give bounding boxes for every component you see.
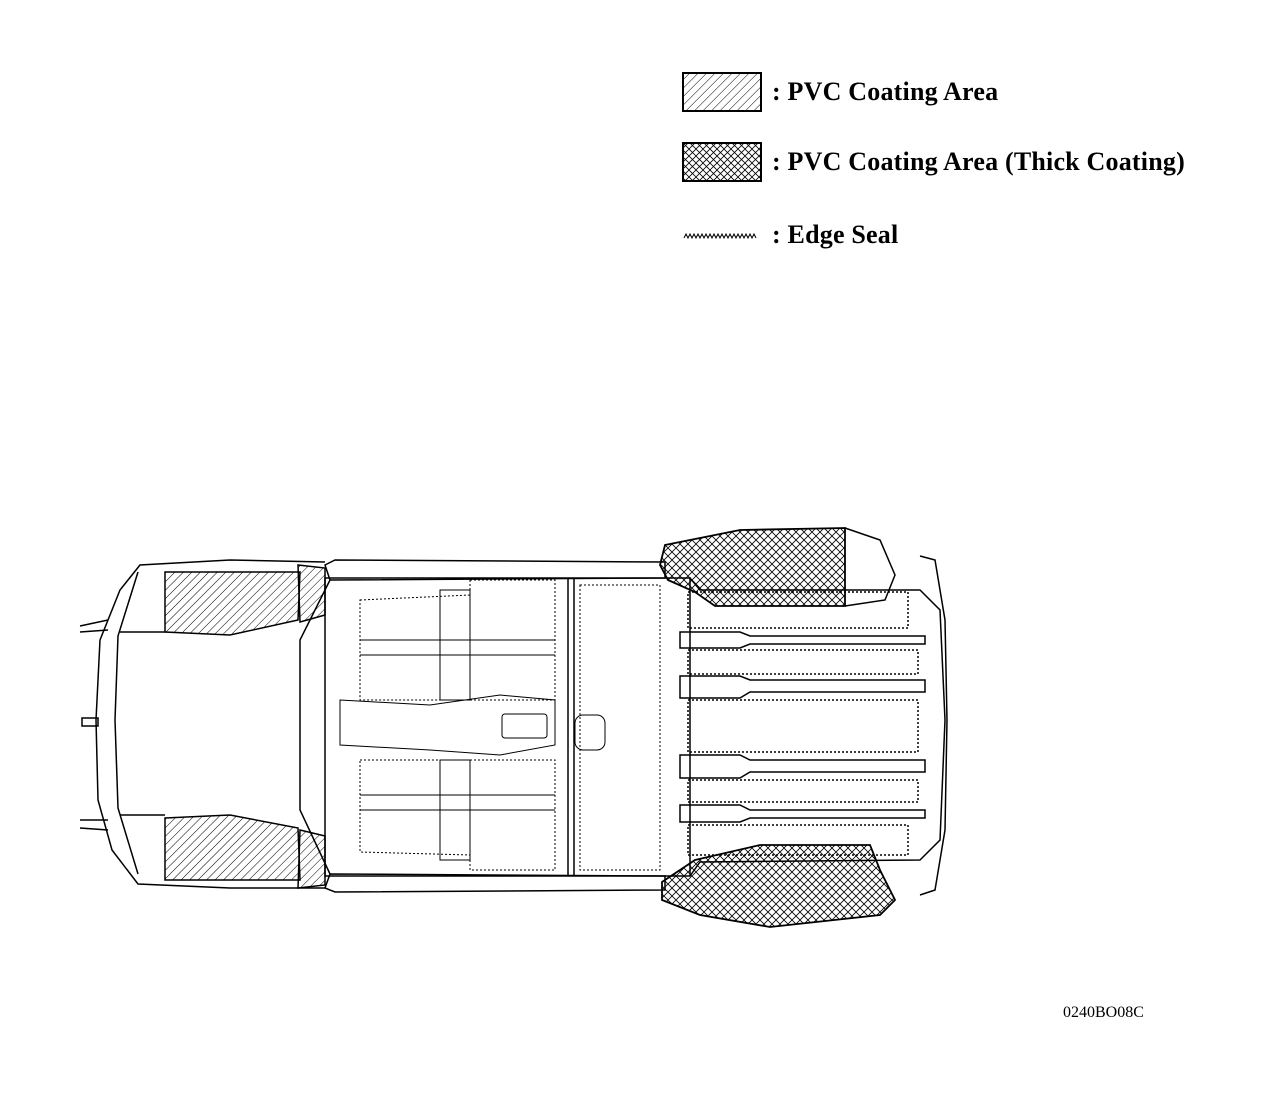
- front-left-wheel-well-edge-pvc: [297, 564, 326, 623]
- cross-hatch-swatch-icon: [682, 142, 762, 182]
- front-right-wheel-well-pvc: [164, 814, 301, 881]
- legend-item-edge-seal: : Edge Seal: [682, 220, 898, 250]
- rear-left-wheel-well-rim: [844, 527, 896, 607]
- legend-item-pvc-coating: : PVC Coating Area: [682, 72, 998, 112]
- front-bumper: [79, 559, 326, 889]
- rear-right-wheel-well-thick-pvc: [661, 844, 897, 928]
- rear-left-wheel-well-thick-pvc: [659, 527, 846, 607]
- figure-id: 0240BO08C: [1063, 1004, 1144, 1021]
- rear-floor-ribs: [679, 591, 926, 856]
- legend-label-pvc-thick-coating: : PVC Coating Area (Thick Coating): [772, 147, 1185, 176]
- front-floor-panels: [339, 579, 661, 871]
- legend-item-pvc-thick-coating: : PVC Coating Area (Thick Coating): [682, 142, 1185, 182]
- front-right-wheel-well-edge-pvc: [297, 829, 326, 889]
- legend-label-pvc-coating: : PVC Coating Area: [772, 77, 999, 106]
- diagonal-hatch-swatch-icon: [682, 72, 762, 112]
- front-left-wheel-well-pvc: [164, 571, 301, 636]
- zigzag-line-swatch-icon: [683, 232, 757, 240]
- legend-label-edge-seal: : Edge Seal: [772, 220, 899, 249]
